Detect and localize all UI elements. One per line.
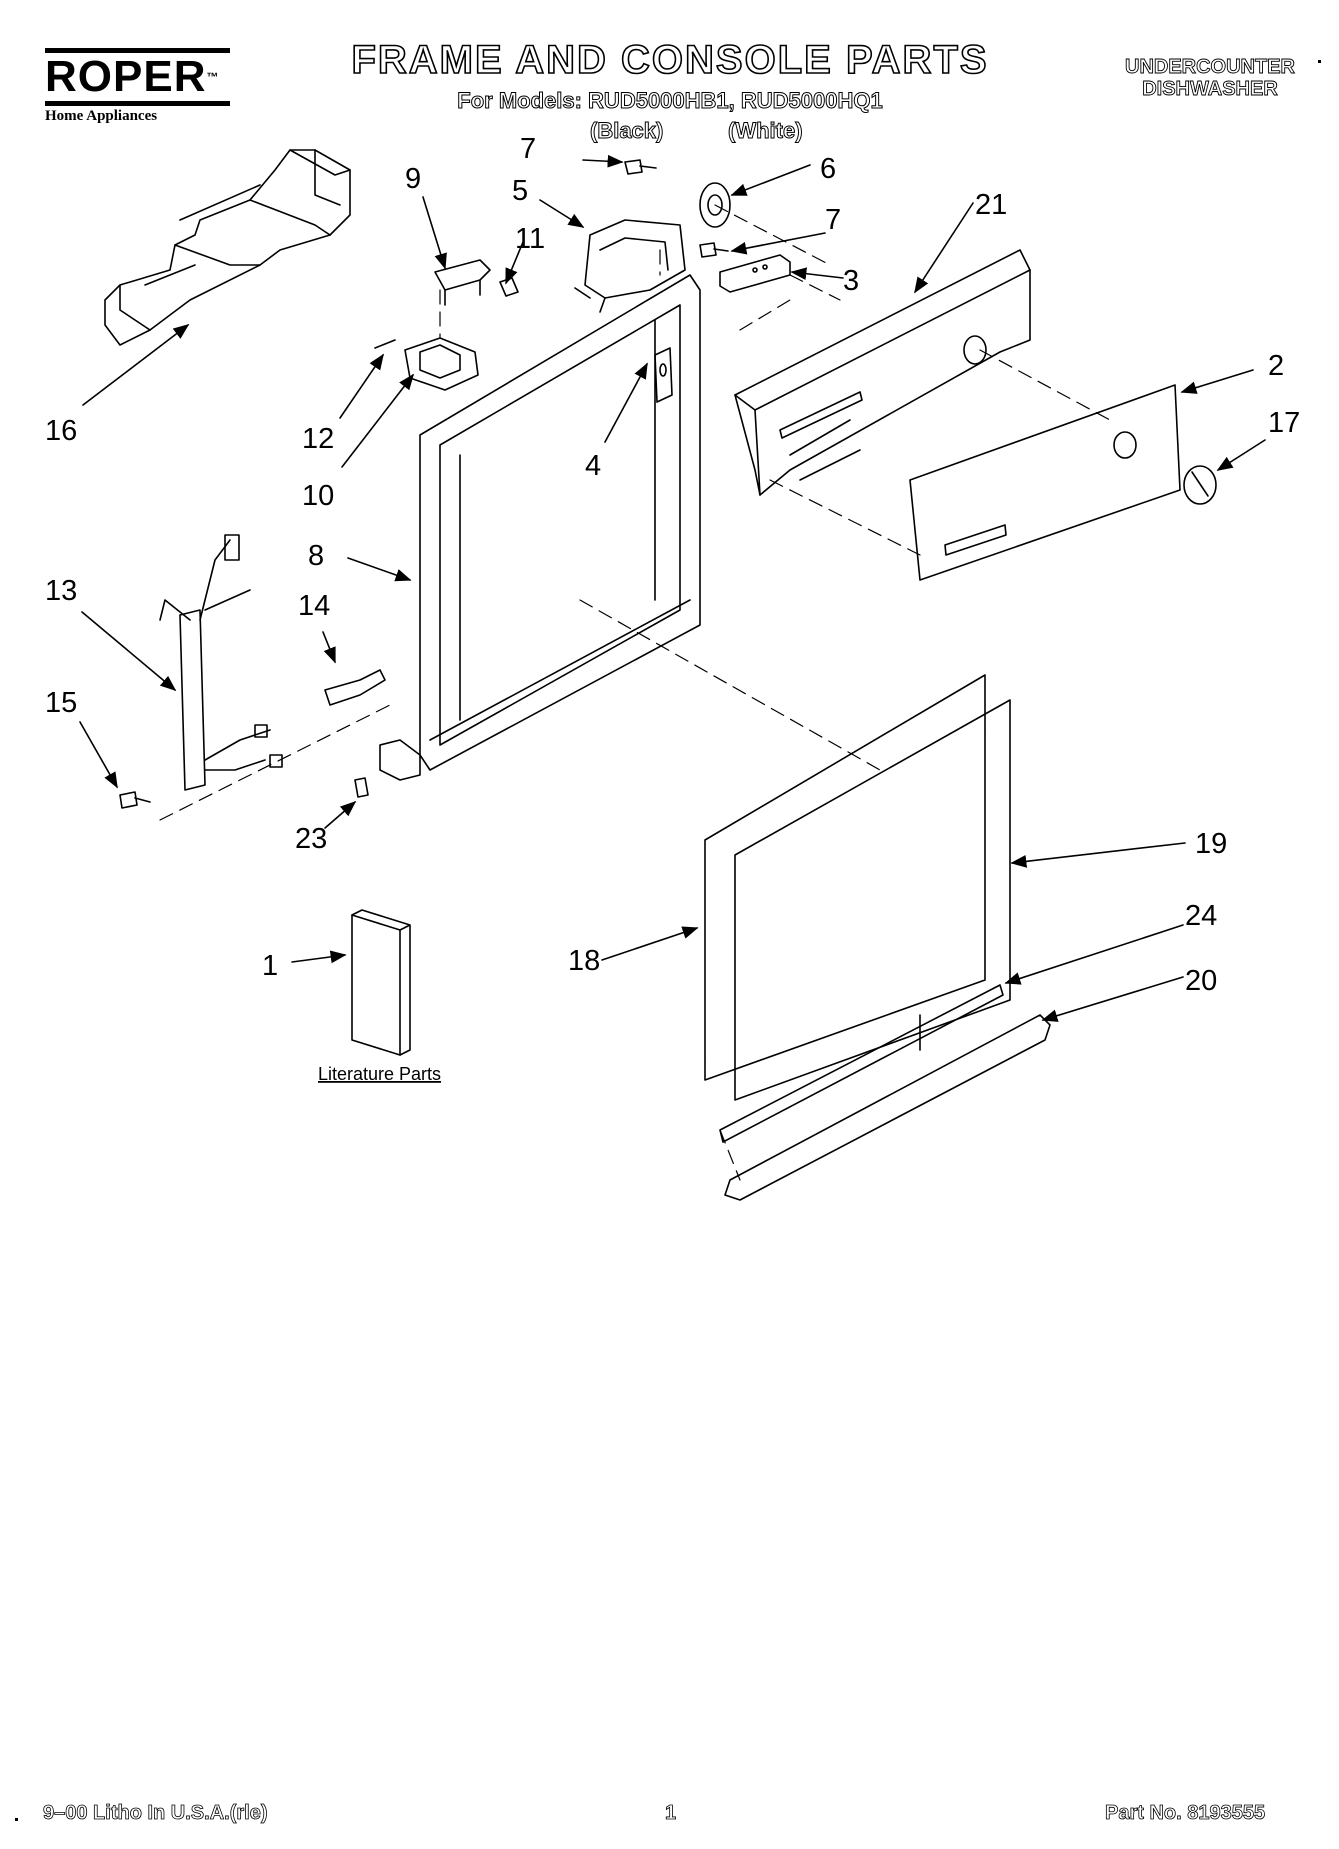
part-3-bracket [719,254,791,293]
callout-9: 9 [405,163,421,195]
footer-litho: 9–00 Litho In U.S.A.(rle) [43,1802,268,1825]
color-black-label: (Black) [589,118,664,144]
callout-2: 2 [1268,350,1284,382]
callout-15: 15 [45,687,77,719]
footer-dot [15,1818,18,1821]
part-1-literature [351,909,411,1056]
part-4-latch [654,347,673,403]
frame-bracket [379,739,421,781]
callout-11: 11 [515,223,545,255]
product-type: UNDERCOUNTER DISHWASHER [1095,56,1325,101]
callout-3: 3 [843,265,859,297]
part-15-screw [119,791,151,809]
part-20-trim [724,1014,1051,1201]
callout-6: 6 [820,153,836,185]
part-9-bracket [434,259,491,306]
color-white-label: (White) [728,118,804,144]
part-18-door-panel [704,674,986,1081]
part-6-knob [699,182,731,228]
assembly-lines [159,204,1111,1181]
page-title: FRAME AND CONSOLE PARTS [351,37,989,83]
part-13-harness [159,534,283,791]
callout-4: 4 [585,450,601,482]
callout-24: 24 [1185,900,1217,932]
callout-13: 13 [45,575,77,607]
callout-17: 17 [1268,407,1300,439]
part-23-clip [354,777,369,798]
part-21-console [734,249,1031,496]
part-10-holder [404,337,479,391]
corner-dot [1318,60,1321,63]
callout-14: 14 [298,590,330,622]
callout-21: 21 [975,189,1007,221]
product-line-1: UNDERCOUNTER [1125,56,1296,79]
part-16-duct [104,149,351,346]
part-5-switch [574,219,686,313]
part-12-clip [374,339,396,349]
logo-bar-bottom [45,101,230,106]
callout-18: 18 [568,945,600,977]
part-7-screw-top [624,159,657,175]
footer-page-number: 1 [665,1802,677,1825]
product-line-2: DISHWASHER [1142,78,1278,101]
callout-10: 10 [302,480,334,512]
literature-parts-label: Literature Parts [318,1064,441,1084]
callout-numbers: 7 6 9 5 11 7 21 3 2 17 16 12 10 4 8 13 1… [45,133,1300,1084]
part-11-connector [499,277,519,297]
callout-19: 19 [1195,828,1227,860]
part-17-knob [1183,465,1217,505]
part-7-screw-mid [699,242,729,258]
callout-23: 23 [295,823,327,855]
logo-tagline: Home Appliances [45,108,158,124]
footer-part-number: Part No. 8193555 [1105,1802,1266,1825]
part-19-door-panel [734,699,1011,1101]
callout-7-mid: 7 [825,204,841,236]
callout-7-top: 7 [520,133,536,165]
callout-12: 12 [302,423,334,455]
leader-arrows [79,154,1266,1022]
callout-16: 16 [45,415,77,447]
part-14-sensor [324,669,386,706]
callout-20: 20 [1185,965,1217,997]
logo-bar-top [45,48,230,53]
roper-logo: ROPER™ Home Appliances [45,46,230,125]
callout-8: 8 [308,540,324,572]
part-8-frame [419,274,701,771]
models-line: For Models: RUD5000HB1, RUD5000HQ1 [457,88,883,114]
logo-wordmark: ROPER™ [45,52,220,101]
part-2-panel [909,384,1181,581]
callout-5: 5 [512,175,528,207]
callout-1: 1 [262,950,278,982]
part-24-strip [719,984,1004,1143]
